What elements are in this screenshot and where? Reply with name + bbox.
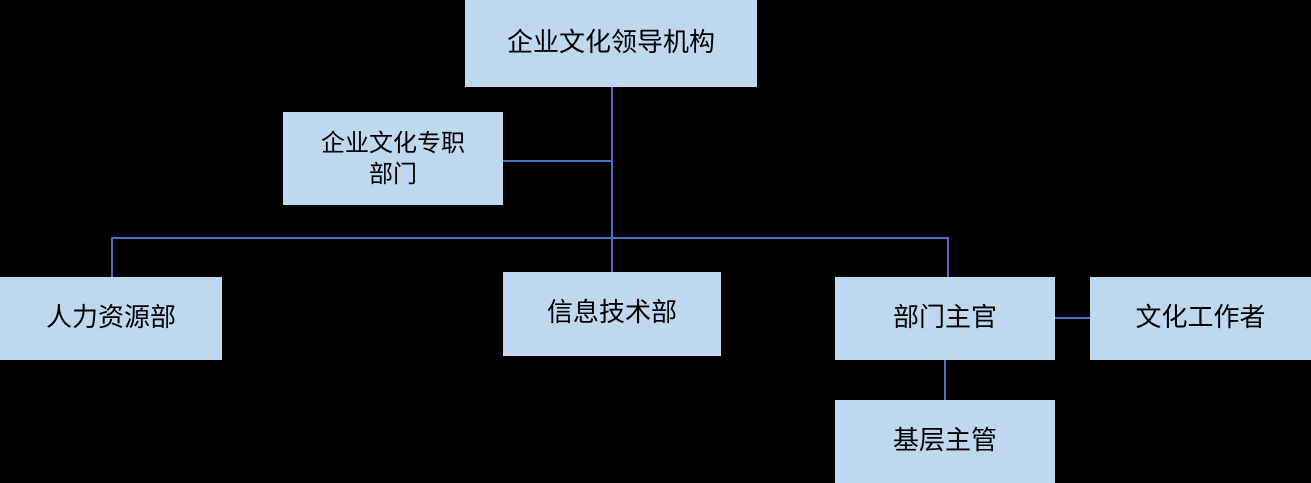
node-culture-dept[interactable]: 企业文化专职 部门 xyxy=(283,112,503,205)
node-it-dept[interactable]: 信息技术部 xyxy=(503,272,721,356)
node-culture-dept-label: 企业文化专职 部门 xyxy=(321,128,465,188)
node-hr-dept[interactable]: 人力资源部 xyxy=(0,277,222,360)
node-dept-head[interactable]: 部门主官 xyxy=(835,277,1055,360)
connector-drop-dept-head xyxy=(947,237,949,278)
connector-trunk-main xyxy=(611,87,613,240)
connector-bus-horizontal xyxy=(111,237,949,239)
connector-link-culture-worker xyxy=(1055,317,1091,319)
node-hr-dept-label: 人力资源部 xyxy=(45,302,176,333)
node-line-manager-label: 基层主管 xyxy=(892,425,997,456)
node-culture-worker[interactable]: 文化工作者 xyxy=(1090,277,1311,360)
connector-branch-culture-dept xyxy=(503,160,613,162)
node-leadership[interactable]: 企业文化领导机构 xyxy=(465,0,757,87)
node-it-dept-label: 信息技术部 xyxy=(546,298,677,329)
node-line-manager[interactable]: 基层主管 xyxy=(835,400,1055,483)
connector-drop-line-manager xyxy=(944,360,946,401)
connector-drop-hr xyxy=(111,237,113,278)
node-leadership-label: 企业文化领导机构 xyxy=(506,27,715,58)
node-dept-head-label: 部门主官 xyxy=(892,302,997,333)
connector-drop-it xyxy=(611,237,613,273)
node-culture-worker-label: 文化工作者 xyxy=(1135,302,1266,333)
